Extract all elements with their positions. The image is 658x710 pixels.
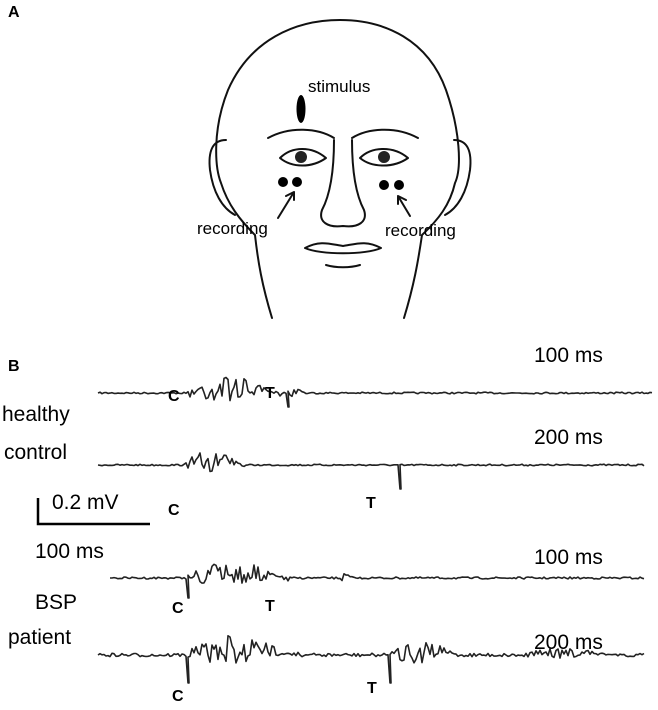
interval-label: 100 ms [534, 344, 603, 367]
right-ear [444, 139, 472, 216]
trace-healthy-200ms [97, 452, 645, 490]
right-eyebrow [351, 128, 419, 139]
t-marker: T [367, 680, 377, 697]
trace-bsp-100ms [110, 563, 645, 599]
interval-label: 200 ms [534, 426, 603, 449]
c-marker: C [168, 388, 180, 405]
recording-right-arrow [397, 195, 411, 217]
t-marker: T [366, 495, 376, 512]
recording-electrode-right-1 [379, 180, 389, 190]
right-pupil [378, 151, 390, 163]
left-eye [279, 148, 327, 167]
recording-electrode-left-2 [292, 177, 302, 187]
stimulus-label: stimulus [308, 77, 371, 96]
recording-left-label: recording [197, 219, 268, 238]
recording-left-arrow [277, 191, 295, 219]
trace-bsp-200ms [97, 635, 645, 684]
stimulus-electrode [296, 95, 306, 123]
voltage-scale-label: 0.2 mV [52, 491, 119, 514]
left-eyebrow [267, 128, 335, 139]
recording-right-label: recording [385, 221, 456, 240]
mouth [304, 242, 382, 255]
t-marker: T [265, 385, 275, 402]
c-marker: C [168, 502, 180, 519]
recording-electrode-left-1 [278, 177, 288, 187]
interval-label: 200 ms [534, 631, 603, 654]
time-scale-label: 100 ms [35, 540, 104, 563]
t-marker: T [265, 598, 275, 615]
right-eye [359, 148, 409, 167]
group-label-healthy: healthy [2, 403, 70, 426]
trace-healthy-100ms [97, 376, 653, 408]
group-label-bsp: BSP [35, 591, 78, 614]
group-label-patient: patient [8, 626, 72, 649]
group-label-control: control [4, 441, 68, 464]
panel-a-label: A [8, 4, 20, 21]
panel-b-label: B [8, 358, 20, 375]
c-marker: C [172, 688, 184, 705]
interval-label: 100 ms [534, 546, 603, 569]
nose [320, 139, 366, 228]
left-ear [208, 139, 236, 216]
head-outline [215, 19, 460, 319]
recording-electrode-right-2 [394, 180, 404, 190]
left-pupil [295, 151, 307, 163]
c-marker: C [172, 600, 184, 617]
voltage-scale-bar [36, 498, 150, 526]
